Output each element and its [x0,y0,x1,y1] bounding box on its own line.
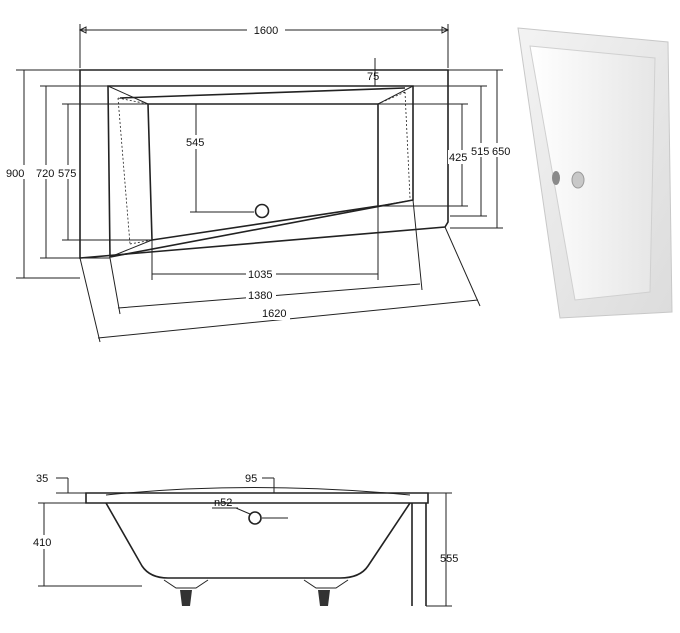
dim-label-1600: 1600 [254,25,278,37]
tub-back-slope [119,87,406,99]
dim-label-95: 95 [245,473,257,485]
dim-label-515: 515 [471,146,489,158]
drain-icon [254,203,270,219]
dim-line-95 [262,477,275,493]
side-shell-curve [105,487,411,496]
side-panel [411,503,427,606]
dim-label-545: 545 [186,137,204,149]
overflow-side-icon [248,511,262,525]
tub-photo-basin [529,45,656,301]
overflow-leader [235,507,288,519]
dim-label-35: 35 [36,473,48,485]
foot-bar [163,579,349,589]
dim-label-1035: 1035 [248,269,272,281]
dim-label-575: 575 [58,168,76,180]
dim-label-425: 425 [449,152,467,164]
dim-label-1380: 1380 [248,290,272,302]
dim-label-1620: 1620 [262,308,286,320]
bevel-line [107,85,414,258]
dim-label-900: 900 [6,168,24,180]
dim-label-555: 555 [440,553,458,565]
dim-label-720: 720 [36,168,54,180]
tub-rim-inner [107,85,414,258]
tub-outline-outer [79,69,449,259]
product-photo [517,27,673,319]
side-rim [85,492,429,504]
dim-line-555 [426,492,452,607]
foot-right [318,590,330,606]
dim-arrow [78,26,450,34]
side-body [105,502,411,579]
overflow-label: n52 [214,497,232,509]
dim-label-650: 650 [492,146,510,158]
dim-label-75: 75 [367,71,379,83]
top-view: 1600 75 900 720 575 545 425 515 650 1035 [6,22,512,343]
dim-line-545 [190,104,254,213]
bevel-dash [117,91,411,245]
overflow-icon [552,171,560,185]
foot-left [180,590,192,606]
drain-photo-icon [571,171,585,189]
dim-label-410: 410 [33,537,51,549]
tub-basin [147,103,379,241]
side-view: n52 35 95 410 555 [32,473,458,607]
dim-line-35 [56,477,86,494]
